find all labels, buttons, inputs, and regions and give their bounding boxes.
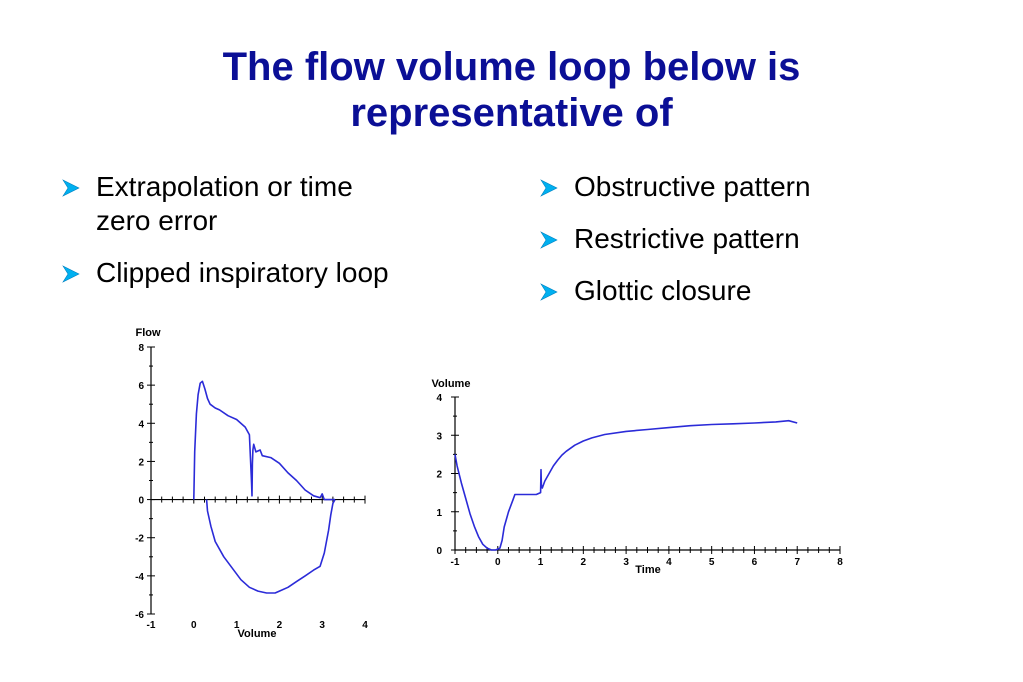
y-tick-label: 1 — [436, 508, 442, 519]
bullet-arrow-icon — [540, 179, 558, 197]
option-label: Glottic closure — [574, 275, 752, 306]
y-tick-label: 4 — [436, 393, 442, 404]
x-axis-label: Time — [635, 564, 660, 576]
y-tick-label: 4 — [138, 419, 144, 430]
y-tick-label: 0 — [138, 496, 144, 507]
option-label: Clipped inspiratory loop — [96, 257, 389, 288]
y-tick-label: -2 — [135, 534, 144, 545]
option-label: Obstructive pattern — [574, 171, 811, 202]
option-extrapolation: Extrapolation or time zero error — [62, 170, 492, 238]
bullet-arrow-icon — [62, 265, 80, 283]
option-clipped-inspiratory-loop: Clipped inspiratory loop — [62, 256, 492, 290]
option-label-line-1: Extrapolation or time — [96, 171, 353, 202]
y-tick-label: -4 — [135, 572, 144, 583]
x-tick-label: 0 — [191, 620, 197, 631]
y-tick-label: 2 — [436, 470, 442, 481]
option-glottic-closure: Glottic closure — [540, 274, 1000, 308]
x-tick-label: 4 — [362, 620, 368, 631]
y-tick-label: 3 — [436, 431, 442, 442]
x-tick-label: -1 — [147, 620, 156, 631]
left-option-list: Extrapolation or time zero error Clipped… — [62, 170, 492, 308]
option-restrictive-pattern: Restrictive pattern — [540, 222, 1000, 256]
y-tick-label: 0 — [436, 546, 442, 557]
series-line — [454, 419, 798, 551]
bullet-arrow-icon — [62, 179, 80, 197]
y-tick-label: 8 — [138, 343, 144, 354]
x-tick-label: 3 — [623, 557, 629, 568]
y-tick-label: -6 — [135, 610, 144, 621]
slide-title: The flow volume loop below is representa… — [0, 44, 1023, 136]
x-tick-label: 4 — [666, 557, 672, 568]
x-tick-label: 6 — [752, 557, 758, 568]
x-tick-label: 3 — [319, 620, 325, 631]
x-tick-label: 5 — [709, 557, 715, 568]
x-tick-label: 7 — [794, 557, 800, 568]
option-label-line-2: zero error — [96, 205, 218, 236]
series-line — [193, 380, 335, 501]
bullet-arrow-icon — [540, 231, 558, 249]
x-tick-label: 1 — [234, 620, 240, 631]
bullet-arrow-icon — [540, 283, 558, 301]
right-option-list: Obstructive pattern Restrictive pattern … — [540, 170, 1000, 326]
x-tick-label: 2 — [581, 557, 587, 568]
option-obstructive-pattern: Obstructive pattern — [540, 170, 1000, 204]
series-line — [205, 499, 336, 594]
x-tick-label: 2 — [277, 620, 283, 631]
slide-title-line-1: The flow volume loop below is — [222, 45, 801, 89]
x-tick-label: -1 — [451, 557, 460, 568]
option-label: Restrictive pattern — [574, 223, 800, 254]
y-tick-label: 6 — [138, 381, 144, 392]
slide-title-line-2: representative of — [350, 91, 673, 135]
y-axis-label: Volume — [432, 378, 471, 390]
x-tick-label: 0 — [495, 557, 501, 568]
x-tick-label: 8 — [837, 557, 843, 568]
y-tick-label: 2 — [138, 457, 144, 468]
y-axis-label: Flow — [135, 327, 160, 339]
x-tick-label: 1 — [538, 557, 544, 568]
x-axis-label: Volume — [238, 628, 277, 640]
